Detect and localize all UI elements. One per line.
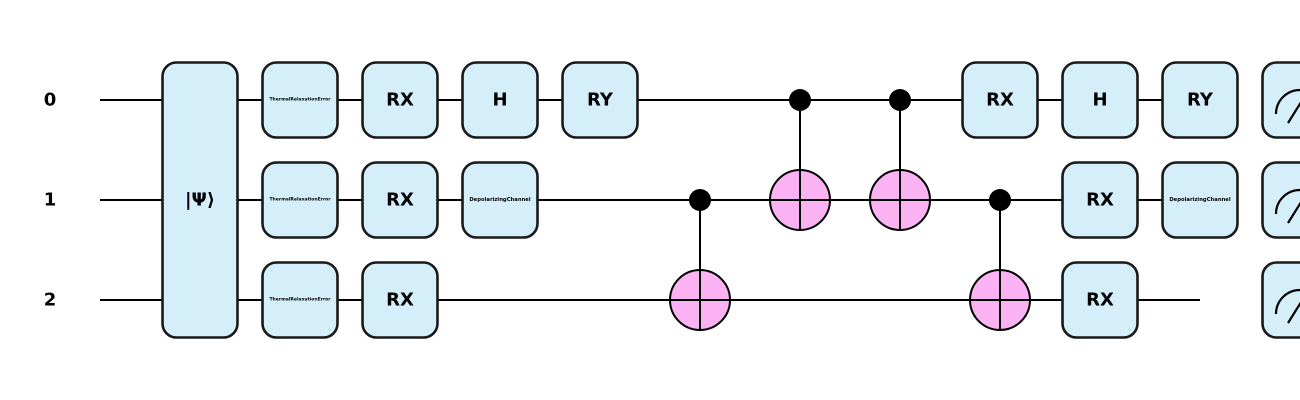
gate-ry-q0-box	[1161, 61, 1239, 139]
gate-h-q0-box	[461, 61, 539, 139]
gate-rx-q0-label: RX	[986, 90, 1014, 111]
gate-h-q0-box	[1061, 61, 1139, 139]
gate-rx-q2-label: RX	[1086, 290, 1114, 311]
state-prep-gate-label: |Ψ⟩	[185, 190, 215, 211]
gate-thermalrelaxationerror-q2: ThermalRelaxationError	[261, 261, 339, 339]
gate-thermalrelaxationerror-q1-label: ThermalRelaxationError	[269, 197, 331, 203]
state-prep-gate: |Ψ⟩	[161, 61, 239, 339]
gate-thermalrelaxationerror-q1-box	[261, 161, 339, 239]
gate-thermalrelaxationerror-q0-box	[261, 61, 339, 139]
gate-rx-q0-box	[961, 61, 1039, 139]
cnot-control-dot	[789, 89, 811, 111]
gate-rx-q0: RX	[961, 61, 1039, 139]
gate-rx-q1-label: RX	[386, 190, 414, 211]
gate-ry-q0-box	[561, 61, 639, 139]
measurement-meter-icon	[1274, 288, 1300, 324]
cnot-gate-3	[969, 189, 1031, 331]
gate-depolarizingchannel-q1: DepolarizingChannel	[461, 161, 539, 239]
gate-ry-q0: RY	[1161, 61, 1239, 139]
cnot-control-dot	[989, 189, 1011, 211]
gate-rx-q0-box	[361, 61, 439, 139]
gate-depolarizingchannel-q1-label: DepolarizingChannel	[1169, 197, 1231, 203]
gate-depolarizingchannel-q1-box	[461, 161, 539, 239]
gate-thermalrelaxationerror-q2-label: ThermalRelaxationError	[269, 297, 331, 303]
circuit-operations: |Ψ⟩ThermalRelaxationErrorThermalRelaxati…	[161, 61, 1300, 339]
measurement-gate-q0	[1261, 61, 1300, 139]
state-prep-gate-box	[161, 61, 239, 339]
measurement-meter-icon	[1274, 188, 1300, 224]
gate-thermalrelaxationerror-q0-label: ThermalRelaxationError	[269, 97, 331, 103]
gate-h-q0: H	[1061, 61, 1139, 139]
gate-depolarizingchannel-q1: DepolarizingChannel	[1161, 161, 1239, 239]
cnot-gate-1	[769, 89, 831, 231]
qubit-label-0: 0	[44, 90, 57, 111]
gate-rx-q1: RX	[1061, 161, 1139, 239]
qubit-labels: 0 1 2	[44, 90, 57, 311]
gate-thermalrelaxationerror-q1: ThermalRelaxationError	[261, 161, 339, 239]
gate-rx-q1-box	[1061, 161, 1139, 239]
gate-h-q0-label: H	[492, 90, 507, 111]
gate-rx-q0: RX	[361, 61, 439, 139]
gate-depolarizingchannel-q1-label: DepolarizingChannel	[469, 197, 531, 203]
gate-rx-q2: RX	[1061, 261, 1139, 339]
cnot-control-dot	[689, 189, 711, 211]
gate-rx-q2-box	[1061, 261, 1139, 339]
gate-rx-q2: RX	[361, 261, 439, 339]
measurement-meter-icon	[1274, 88, 1300, 124]
gate-depolarizingchannel-q1-box	[1161, 161, 1239, 239]
gate-h-q0: H	[461, 61, 539, 139]
gate-ry-q0-label: RY	[1187, 90, 1214, 111]
gate-ry-q0-label: RY	[587, 90, 614, 111]
gate-rx-q1-box	[361, 161, 439, 239]
gate-rx-q0-label: RX	[386, 90, 414, 111]
qubit-label-2: 2	[44, 290, 57, 311]
qubit-label-1: 1	[44, 190, 57, 211]
gate-ry-q0: RY	[561, 61, 639, 139]
cnot-gate-2	[869, 89, 931, 231]
gate-thermalrelaxationerror-q2-box	[261, 261, 339, 339]
gate-rx-q1: RX	[361, 161, 439, 239]
measurement-gate-q1	[1261, 161, 1300, 239]
gate-rx-q2-box	[361, 261, 439, 339]
gate-rx-q2-label: RX	[386, 290, 414, 311]
measurement-gate-q2	[1261, 261, 1300, 339]
gate-h-q0-label: H	[1092, 90, 1107, 111]
cnot-control-dot	[889, 89, 911, 111]
cnot-gate-0	[669, 189, 731, 331]
gate-thermalrelaxationerror-q0: ThermalRelaxationError	[261, 61, 339, 139]
gate-rx-q1-label: RX	[1086, 190, 1114, 211]
